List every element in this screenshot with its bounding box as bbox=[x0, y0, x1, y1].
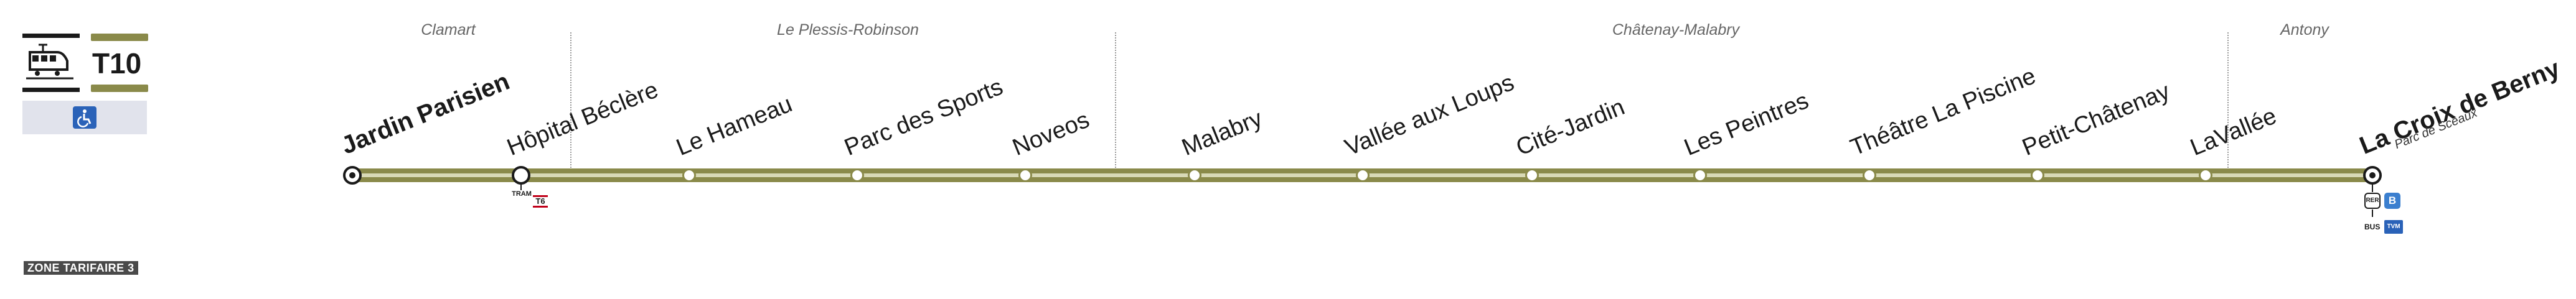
tram-connection-icon: TRAM bbox=[510, 190, 533, 198]
stop-marker bbox=[850, 168, 864, 182]
stop-marker bbox=[1693, 168, 1707, 182]
divider bbox=[22, 88, 80, 92]
commune-separator bbox=[1115, 32, 1116, 168]
line-name: T10 bbox=[92, 47, 142, 80]
connection-tick bbox=[520, 184, 522, 190]
stop-label: Jardin Parisien bbox=[337, 67, 514, 160]
commune-label: Antony bbox=[2280, 21, 2329, 39]
line-color-bar bbox=[91, 34, 148, 41]
stop-label: Vallée aux Loups bbox=[1341, 69, 1518, 161]
stop-label: Les Peintres bbox=[1680, 87, 1813, 161]
commune-label: Châtenay-Malabry bbox=[1612, 21, 1740, 39]
stop-marker bbox=[1863, 168, 1876, 182]
commune-separator bbox=[2227, 32, 2229, 168]
divider bbox=[22, 34, 80, 38]
tram-mode-block bbox=[22, 34, 80, 92]
stop-label: Hôpital Béclère bbox=[503, 76, 662, 161]
rer-mode-icon: RER bbox=[2364, 193, 2381, 209]
stop-marker bbox=[2031, 168, 2044, 182]
stop-marker bbox=[1018, 168, 1032, 182]
wheelchair-icon bbox=[73, 106, 96, 129]
stop-label: Noveos bbox=[1008, 106, 1093, 161]
connection-tick bbox=[2372, 185, 2373, 192]
bus-mode-icon: BUS bbox=[2364, 223, 2381, 231]
stop-marker bbox=[1188, 168, 1201, 182]
stop-marker bbox=[1356, 168, 1370, 182]
commune-label: Le Plessis-Robinson bbox=[777, 21, 919, 39]
stop-marker bbox=[1525, 168, 1539, 182]
stop-label: Théâtre La Piscine bbox=[1846, 63, 2040, 161]
stop-label: Le Hameau bbox=[672, 91, 796, 161]
stop-label: Malabry bbox=[1178, 105, 1266, 161]
connection-tick bbox=[2372, 209, 2373, 217]
t6-line-badge: T6 bbox=[533, 195, 548, 208]
rer-b-line-badge: B bbox=[2384, 193, 2400, 209]
stop-label: La Croix de Berny bbox=[2356, 54, 2564, 160]
tram-icon bbox=[26, 44, 73, 80]
line-badge: T10 bbox=[91, 34, 148, 92]
stop-label: Parc des Sports bbox=[840, 73, 1007, 161]
tram-connection-label: TRAM bbox=[512, 190, 532, 198]
stop-marker-terminus bbox=[2363, 166, 2382, 185]
stop-marker-terminus bbox=[343, 166, 362, 185]
stop-marker bbox=[2199, 168, 2212, 182]
fare-zone: ZONE TARIFAIRE 3 bbox=[24, 261, 138, 275]
commune-label: Clamart bbox=[421, 21, 476, 39]
stop-marker-connection bbox=[512, 166, 530, 185]
stop-label: Cité-Jardin bbox=[1512, 94, 1629, 161]
stop-label: LaVallée bbox=[2186, 103, 2280, 161]
stop-label: Petit-Châtenay bbox=[2018, 78, 2174, 161]
stop-marker bbox=[682, 168, 696, 182]
tvm-bus-line-badge: TVM bbox=[2384, 220, 2403, 234]
line-color-bar bbox=[91, 85, 148, 92]
commune-separator bbox=[570, 32, 571, 168]
